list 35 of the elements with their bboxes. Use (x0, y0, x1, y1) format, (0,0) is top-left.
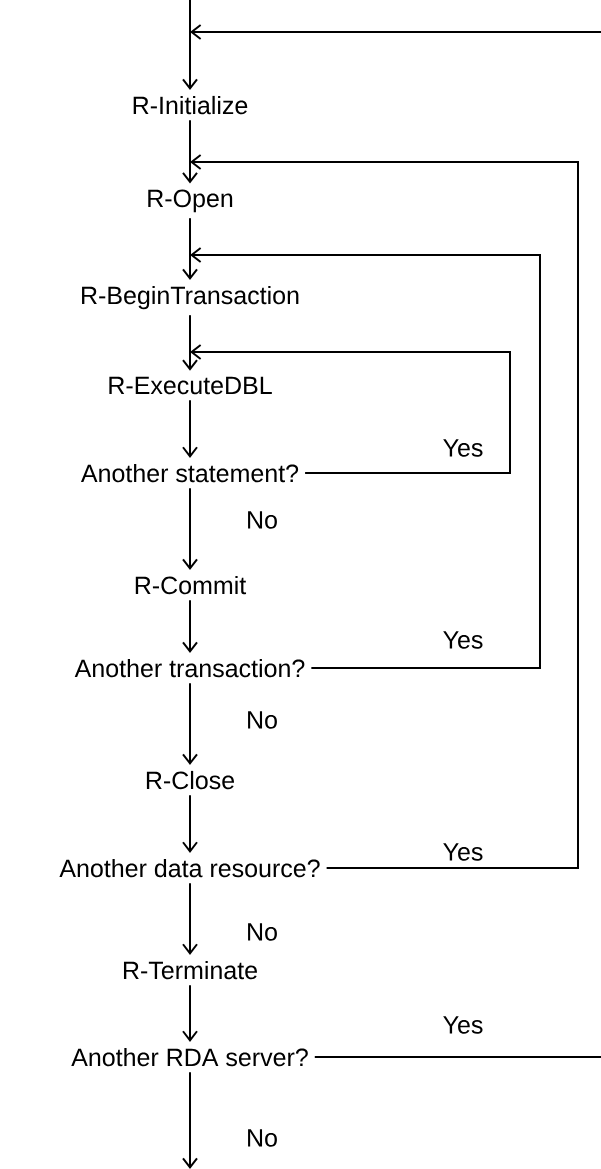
edge-label: Yes (443, 843, 483, 861)
edge-label: No (248, 711, 277, 729)
step-label: R-Commit (135, 575, 247, 595)
arrow (190, 344, 511, 475)
arrow (182, 882, 198, 955)
arrow (182, 0, 198, 90)
step-label: R-Close (146, 770, 234, 790)
step-label: R-ExecuteDBL (109, 376, 272, 395)
step-label: R-Terminate (124, 960, 257, 980)
step-label: Another data resource? (59, 858, 320, 878)
arrow (190, 247, 541, 670)
step-label: Another statement? (80, 463, 299, 483)
step-label: R-BeginTransaction (82, 285, 299, 310)
arrow (182, 399, 198, 458)
edge-label: No (248, 1129, 277, 1147)
arrow (182, 682, 198, 765)
edge-label: Yes (443, 439, 483, 457)
edge-label: No (248, 511, 277, 529)
arrow (182, 984, 198, 1042)
arrow (182, 794, 198, 853)
arrow (182, 217, 198, 280)
arrow (182, 599, 198, 653)
step-label: R-Open (148, 189, 233, 213)
edge-label: No (248, 923, 277, 941)
step-label: Another transaction? (74, 658, 305, 678)
arrow (182, 119, 198, 184)
arrow (182, 1071, 198, 1169)
step-label: R-Initialize (133, 95, 248, 115)
edge-label: Yes (443, 1016, 483, 1034)
edge-label: Yes (443, 631, 483, 649)
arrow (182, 487, 198, 570)
arrow (190, 24, 601, 1059)
arrow (182, 314, 198, 371)
step-label: Another RDA server? (71, 1047, 308, 1067)
arrow (190, 154, 579, 870)
